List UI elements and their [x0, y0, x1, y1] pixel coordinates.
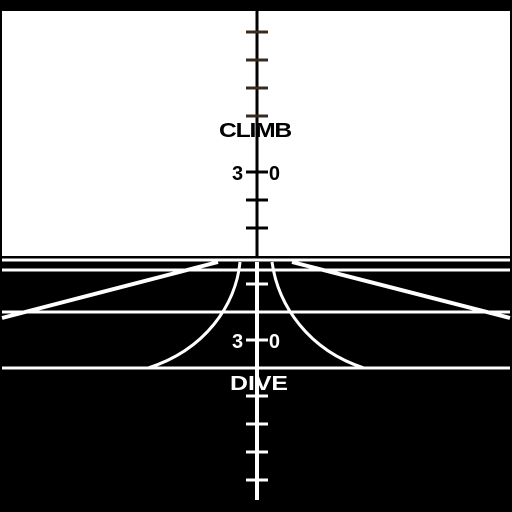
runway-curve-left [147, 261, 242, 370]
climb-label: CLIMB [219, 120, 292, 142]
runway-curve-right [270, 261, 365, 370]
dive-label: DIVE [230, 373, 288, 395]
pitch-ticks-lower [246, 282, 268, 482]
perspective-line-right [291, 260, 511, 320]
pitch-ticks-upper [246, 30, 268, 230]
perspective-line-left [1, 260, 219, 320]
